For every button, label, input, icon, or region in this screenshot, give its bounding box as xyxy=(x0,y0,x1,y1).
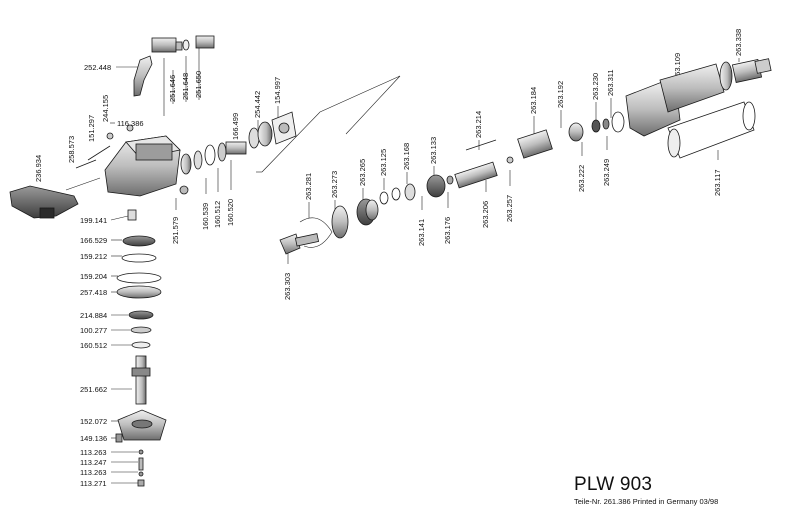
label-166529: 166.529 xyxy=(80,236,107,245)
label-263230: 263.230 xyxy=(591,73,600,100)
label-263133: 263.133 xyxy=(429,137,438,164)
label-263117: 263.117 xyxy=(713,169,722,196)
left-labels: 252.448 116.386 199.141 166.529 159.212 … xyxy=(80,63,144,488)
label-263214: 263.214 xyxy=(474,111,483,138)
label-113263-b: 113.263 xyxy=(80,468,107,477)
label-257418: 257.418 xyxy=(80,288,107,297)
label-251579: 251.579 xyxy=(171,217,180,244)
label-263338: 263.338 xyxy=(734,29,743,56)
motor-components xyxy=(279,111,625,255)
label-152072: 152.072 xyxy=(80,417,107,426)
label-160539: 160.539 xyxy=(201,203,210,230)
throttle-lever xyxy=(9,177,101,219)
label-252448: 252.448 xyxy=(84,63,111,72)
label-166499: 166.499 xyxy=(231,113,240,140)
label-263281: 263.281 xyxy=(304,173,313,200)
label-258573: 258.573 xyxy=(67,136,76,163)
part-number-footer: Teile-Nr. 261.386 Printed in Germany 03/… xyxy=(574,497,719,506)
label-113263-a: 113.263 xyxy=(80,448,107,457)
label-100277: 100.277 xyxy=(80,326,107,335)
label-251646: 251.646 xyxy=(168,75,177,102)
label-251650: 251.650 xyxy=(194,71,203,98)
label-254442: 254.442 xyxy=(253,91,262,118)
label-251648: 251.648 xyxy=(181,73,190,100)
label-263192: 263.192 xyxy=(556,81,565,108)
vertical-leader-lines xyxy=(172,48,740,264)
spindle-stack xyxy=(115,209,167,487)
air-inlet-elbow xyxy=(133,35,215,116)
label-113247: 113.247 xyxy=(80,458,107,467)
label-263273: 263.273 xyxy=(330,171,339,198)
label-160520: 160.520 xyxy=(226,199,235,226)
label-160512-lower: 160.512 xyxy=(80,341,107,350)
label-263176: 263.176 xyxy=(443,217,452,244)
label-263109: 263.109 xyxy=(673,53,682,80)
label-160512: 160.512 xyxy=(213,201,222,228)
label-149136: 149.136 xyxy=(80,434,107,443)
label-251662: 251.662 xyxy=(80,385,107,394)
label-199141: 199.141 xyxy=(80,216,107,225)
label-154997: 154.997 xyxy=(273,77,282,104)
label-263303: 263.303 xyxy=(283,273,292,300)
motor-housing xyxy=(625,58,772,159)
label-263141: 263.141 xyxy=(417,219,426,246)
label-263249: 263.249 xyxy=(602,159,611,186)
label-113271: 113.271 xyxy=(80,479,107,488)
label-263311: 263.311 xyxy=(606,69,615,96)
label-263125: 263.125 xyxy=(379,149,388,176)
small-screws xyxy=(75,124,134,169)
label-263184: 263.184 xyxy=(529,87,538,114)
label-263257: 263.257 xyxy=(505,195,514,222)
label-151297: 151.297 xyxy=(87,115,96,142)
middle-fittings xyxy=(193,111,297,170)
label-244155: 244.155 xyxy=(101,95,110,122)
vertical-labels: 236.934 258.573 151.297 244.155 251.646 … xyxy=(34,29,743,300)
label-159204: 159.204 xyxy=(80,272,107,281)
label-263265: 263.265 xyxy=(358,159,367,186)
label-236934: 236.934 xyxy=(34,155,43,182)
label-159212: 159.212 xyxy=(80,252,107,261)
label-263168: 263.168 xyxy=(402,143,411,170)
label-116386: 116.386 xyxy=(117,119,144,128)
label-263222: 263.222 xyxy=(577,165,586,192)
model-title: PLW 903 xyxy=(574,474,653,495)
axis-box xyxy=(256,75,401,173)
label-263206: 263.206 xyxy=(481,201,490,228)
label-214884: 214.884 xyxy=(80,311,107,320)
angle-housing xyxy=(104,135,192,197)
